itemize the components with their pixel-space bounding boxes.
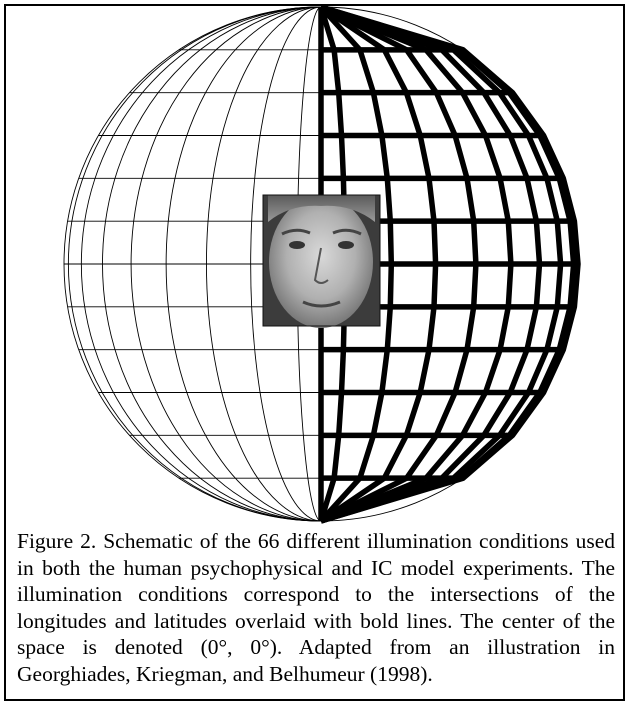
figure-caption: Figure 2. Schematic of the 66 different … bbox=[17, 529, 615, 686]
face-photo bbox=[262, 194, 381, 328]
